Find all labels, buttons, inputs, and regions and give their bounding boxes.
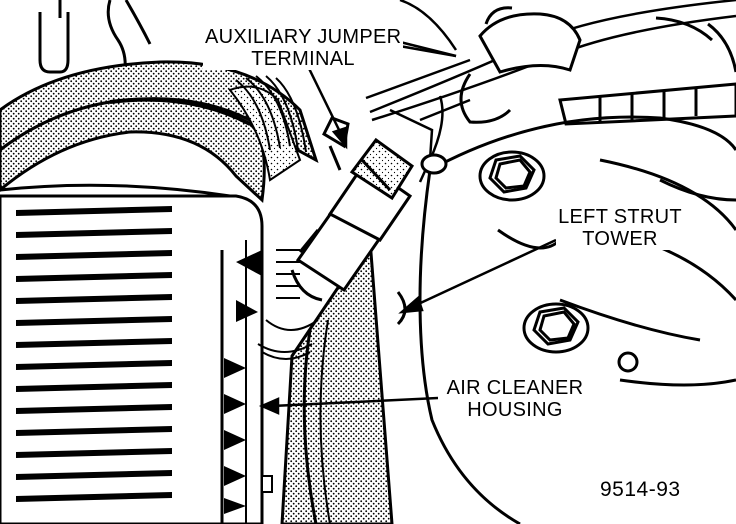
housing-teeth — [224, 250, 273, 514]
jumper-connector — [290, 116, 415, 302]
upper-right-components — [459, 6, 736, 126]
label-air-cleaner-housing: AIR CLEANER HOUSING — [438, 377, 592, 421]
connector-bolt — [420, 153, 448, 175]
label-auxiliary-jumper-line1: AUXILIARY JUMPER — [205, 26, 402, 48]
label-left-strut-line2: TOWER — [582, 228, 658, 250]
ribbed-hose — [235, 75, 307, 153]
grille-slats — [16, 206, 172, 502]
label-auxiliary-jumper-terminal: AUXILIARY JUMPER TERMINAL — [203, 26, 403, 70]
gear-ring — [257, 249, 319, 360]
label-auxiliary-jumper-line2: TERMINAL — [251, 48, 355, 70]
label-left-strut-line1: LEFT STRUT — [558, 206, 682, 228]
intake-duct — [0, 60, 319, 204]
label-left-strut-tower: LEFT STRUT TOWER — [556, 206, 684, 250]
label-air-cleaner-line1: AIR CLEANER — [446, 377, 584, 399]
figure-number: 9514-93 — [600, 478, 681, 501]
strut-bolt-upper — [478, 150, 546, 202]
strut-bolt-lower — [522, 302, 590, 354]
upper-left-hose — [38, 0, 152, 85]
label-air-cleaner-line2: HOUSING — [467, 399, 563, 421]
